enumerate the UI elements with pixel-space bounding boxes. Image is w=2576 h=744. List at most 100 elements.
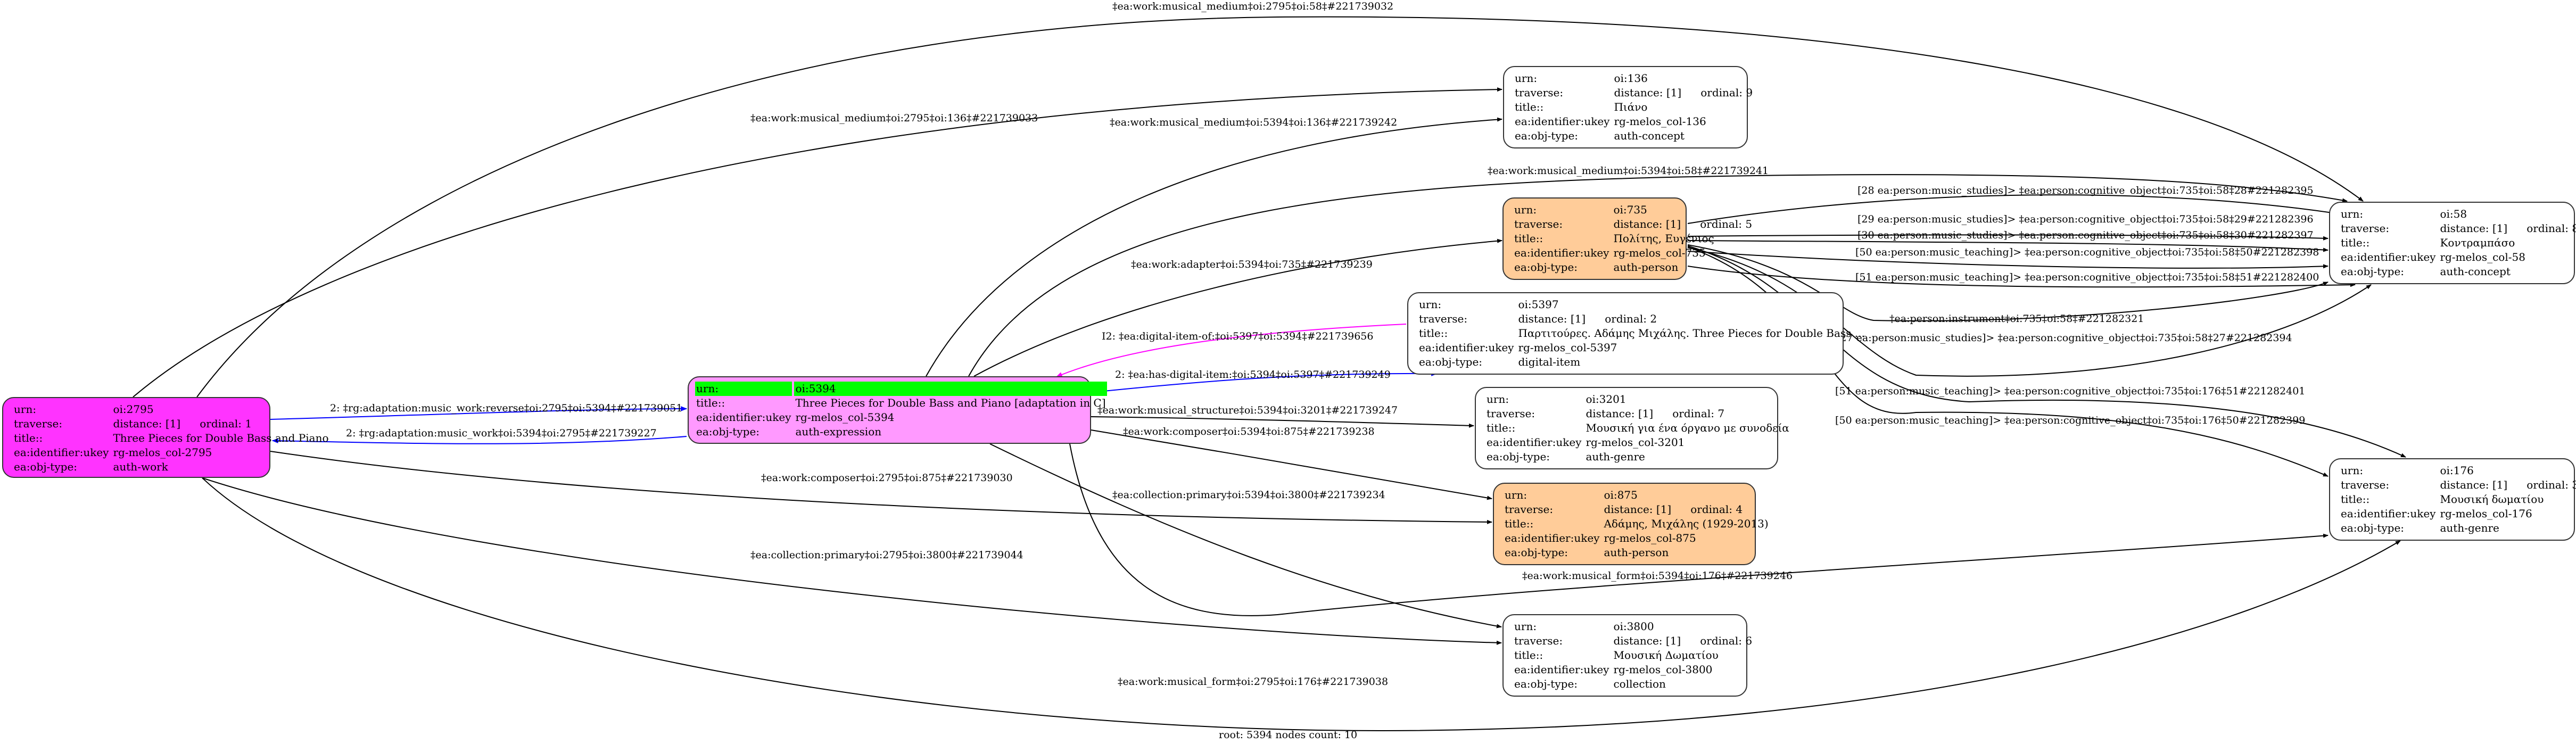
obj-type-label: ea:obj-type: [1514,677,1578,690]
urn-label: urn: [1487,393,1509,406]
obj-type-value: auth-concept [1614,129,1685,142]
ordinal-value: ordinal: 8 [2527,222,2576,235]
node-oi-2795[interactable]: urn:oi:2795 traverse:distance: [1]ordina… [2,397,329,478]
node-oi-5394-root[interactable]: urn:oi:5394 title::Three Pieces for Doub… [688,376,1107,444]
distance-value: distance: [1] [113,417,181,430]
node-oi-3201[interactable]: urn:oi:3201 traverse:distance: [1]ordina… [1475,387,1789,469]
distance-value: distance: [1] [1604,503,1672,516]
distance-value: distance: [1] [1518,312,1586,325]
obj-type-label: ea:obj-type: [1419,356,1483,368]
node-oi-176[interactable]: urn:oi:176 traverse:distance: [1]ordinal… [2329,458,2576,541]
distance-value: distance: [1] [2440,478,2508,491]
edge-label: ‡ea:person:instrument‡oi:735‡oi:58‡#2212… [1889,313,2144,325]
urn-value: oi:136 [1614,72,1648,85]
distance-value: distance: [1] [1614,86,1682,99]
traverse-label: traverse: [2341,222,2390,235]
edge-label: ‡ea:work:musical_structure‡oi:5394‡oi:32… [1097,404,1398,416]
ukey-label: ea:identifier:ukey [1505,532,1600,544]
edge-n5394-to-n875 [1091,429,1492,500]
title-label: title:: [1514,232,1543,245]
edge-label: [51 ea:person:music_teaching]> ‡ea:perso… [1855,271,2319,283]
edge-n2795-to-n875 [270,451,1492,524]
edge-label: ‡ea:work:musical_medium‡oi:2795‡oi:58‡#2… [1112,1,1393,12]
obj-type-label: ea:obj-type: [696,425,760,438]
title-label: title:: [14,432,43,444]
edge-n735-to-n58 [1687,251,2329,269]
obj-type-value: collection [1613,677,1666,690]
urn-label: urn: [1514,203,1537,216]
obj-type-label: ea:obj-type: [2341,265,2405,278]
title-label: title:: [1514,649,1543,662]
title-label: title:: [1505,517,1534,530]
obj-type-label: ea:obj-type: [1515,129,1579,142]
edge-label: ‡ea:work:adapter‡oi:5394‡oi:735‡#2217392… [1131,259,1373,270]
ukey-label: ea:identifier:ukey [1514,663,1609,676]
node-oi-58[interactable]: urn: oi:58 traverse: distance: [1] ordinal:… [2329,202,2576,284]
ukey-label: ea:identifier:ukey [696,411,791,424]
edge-label: [27 ea:person:music_studies]> ‡ea:person… [1836,332,2292,344]
edge-n2795-to-n176 [202,477,2401,731]
edge-n5394-to-n2795 [271,436,687,444]
obj-type-value: auth-genre [2440,522,2499,534]
title-label: title:: [1487,421,1516,434]
urn-value: oi:5394 [794,382,1107,396]
urn-value: oi:735 [1613,203,1647,216]
ordinal-value: ordinal: 2 [1605,312,1657,325]
distance-value: distance: [1] [1586,407,1654,420]
ukey-value: rg-melos_col-875 [1604,532,1696,544]
traverse-label: traverse: [1487,407,1535,420]
title-value: Three Pieces for Double Bass and Piano [… [795,396,1106,409]
obj-type-value: digital-item [1518,356,1581,368]
obj-type-value: auth-genre [1586,450,1645,463]
ordinal-value: ordinal: 7 [1672,407,1725,420]
node-oi-5397[interactable]: urn:oi:5397 traverse:distance: [1]ordina… [1407,292,1865,375]
edge-n735-to-n58 [1687,194,2366,224]
obj-type-value: auth-person [1613,261,1679,274]
distance-value: distance: [1] [2440,222,2508,235]
edge-n735-to-n58 [1687,266,2356,288]
ukey-value: rg-melos_col-58 [2440,251,2525,263]
traverse-label: traverse: [1419,312,1468,325]
title-value: Μουσική για ένα όργανο με συνοδεία [1586,421,1789,434]
edge-label: ‡ea:work:musical_form‡oi:2795‡oi:176‡#22… [1118,676,1388,688]
title-value: Αδάμης, Μιχάλης (1929-2013) [1604,517,1769,530]
ordinal-value: ordinal: 3 [2527,478,2576,491]
title-value: Πιάνο [1614,101,1648,113]
ukey-label: ea:identifier:ukey [1487,436,1582,449]
obj-type-value: auth-expression [795,425,882,438]
urn-label: urn: [1419,298,1442,311]
traverse-label: traverse: [2341,478,2390,491]
distance-value: distance: [1] [1613,634,1681,647]
ukey-value: rg-melos_col-2795 [113,446,212,459]
traverse-label: traverse: [1514,634,1563,647]
urn-label: urn: [1505,489,1528,501]
edge-n5394-to-n3201 [1091,416,1474,428]
obj-type-label: ea:obj-type: [2341,522,2405,534]
node-oi-3800[interactable]: urn:oi:3800 traverse:distance: [1]ordina… [1502,614,1752,697]
urn-label: urn: [1514,620,1537,633]
ordinal-value: ordinal: 4 [1690,503,1743,516]
ukey-label: ea:identifier:ukey [2341,507,2436,520]
edge-n2795-to-n58 [196,16,2364,398]
ordinal-value: ordinal: 1 [200,417,252,430]
edge-label: [28 ea:person:music_studies]> ‡ea:person… [1857,185,2314,196]
node-oi-136[interactable]: urn:oi:136 traverse:distance: [1]ordinal… [1503,66,1753,148]
obj-type-value: auth-work [113,460,168,473]
node-oi-735[interactable]: urn:oi:735 traverse:distance: [1]ordinal… [1502,197,1752,280]
urn-value: oi:176 [2440,464,2474,477]
edge-label: ‡ea:work:musical_form‡oi:5394‡oi:176‡#22… [1522,570,1793,582]
title-label: title:: [2341,493,2370,506]
obj-type-value: auth-person [1604,546,1669,559]
urn-label: urn: [2341,208,2364,220]
edge-label: 2: ‡rg:adaptation:music_work‡oi:5394‡oi:… [346,427,657,439]
ukey-value: rg-melos_col-176 [2440,507,2532,520]
urn-value: oi:58 [2440,208,2467,220]
ukey-label: ea:identifier:ukey [1515,115,1610,128]
edge-n735-to-n58 [1687,234,2329,241]
node-oi-875[interactable]: urn:oi:875 traverse:distance: [1]ordinal… [1493,483,1769,565]
obj-type-label: ea:obj-type: [1487,450,1550,463]
traverse-label: traverse: [1514,218,1563,230]
obj-type-label: ea:obj-type: [1514,261,1578,274]
ukey-value: rg-melos_col-136 [1614,115,1706,128]
